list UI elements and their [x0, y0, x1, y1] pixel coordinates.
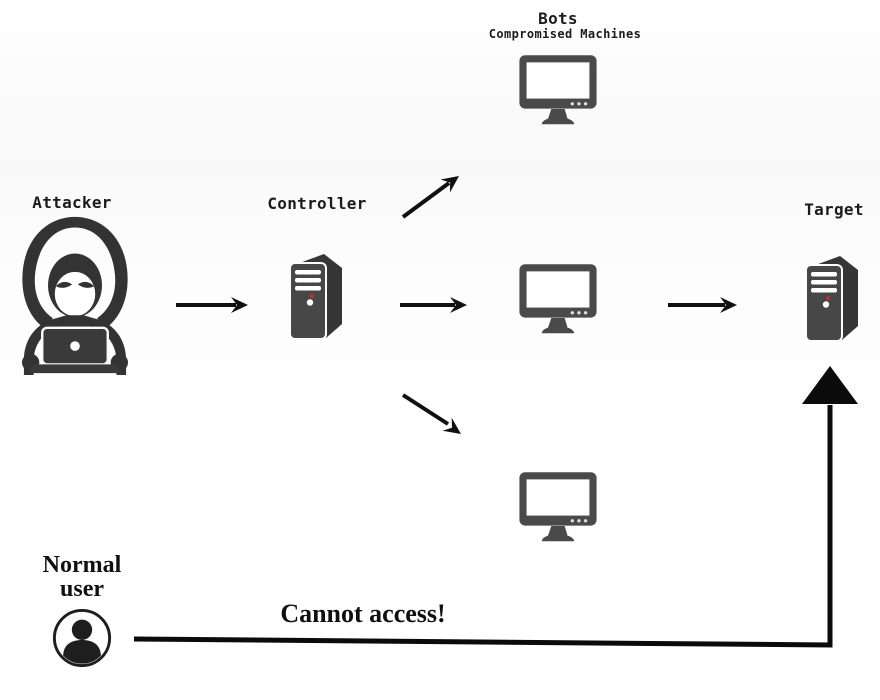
- server-power-button: [306, 299, 314, 306]
- arrow-controller-to-bot-middle: [400, 297, 467, 313]
- monitor-dot: [570, 519, 574, 523]
- server-led-red: [825, 295, 831, 301]
- arrow-bot-to-target: [668, 297, 737, 313]
- arrow-controller-to-bot-top: [401, 176, 459, 219]
- attacker-label: Attacker: [32, 193, 112, 212]
- server-led-red: [309, 293, 315, 299]
- monitor-screen: [526, 271, 590, 308]
- controller-server-icon: [289, 254, 342, 340]
- server-vent-slot: [811, 272, 837, 277]
- monitor-stand: [541, 526, 575, 542]
- monitor-dot: [570, 311, 574, 315]
- monitor-screen: [526, 62, 590, 99]
- user-shoulders: [63, 639, 101, 664]
- server-power-button: [822, 301, 830, 308]
- user-head: [71, 619, 93, 640]
- target-server-icon: [805, 256, 858, 342]
- cannot-access-arrowhead: [802, 366, 858, 404]
- bots-subtitle: Compromised Machines: [488, 27, 642, 41]
- controller-label: Controller: [267, 194, 367, 213]
- server-vent-slot: [811, 280, 837, 285]
- hacker-eye-left: [55, 281, 73, 288]
- person-circle-icon: [52, 608, 112, 668]
- monitor-screen: [526, 479, 590, 516]
- monitor-dot: [577, 311, 581, 315]
- monitor-dot: [583, 311, 588, 315]
- normal-user-label-line2: user: [60, 576, 104, 602]
- monitor-stand: [541, 109, 575, 125]
- hooded-hacker-laptop-icon: [21, 216, 129, 375]
- normal-user-label-line1: Normal: [42, 552, 122, 578]
- arrow-attacker-to-controller: [176, 297, 248, 313]
- monitor-dot: [570, 102, 574, 106]
- server-vent-slot: [295, 286, 321, 291]
- monitor-dot: [583, 102, 588, 106]
- bot-monitor-top-icon: [519, 55, 597, 125]
- monitor-dot: [583, 519, 588, 523]
- laptop-base: [29, 364, 121, 374]
- bot-monitor-middle-icon: [519, 264, 597, 334]
- server-vent-slot: [295, 270, 321, 275]
- monitor-dot: [577, 102, 581, 106]
- laptop-logo: [70, 341, 80, 351]
- target-label: Target: [804, 200, 864, 219]
- monitor-stand: [541, 318, 575, 334]
- hacker-eye-right: [77, 281, 95, 288]
- bots-title: Bots: [538, 9, 578, 28]
- arrow-controller-to-bot-bottom: [401, 393, 461, 434]
- normal-user-label: Normal user: [43, 553, 122, 601]
- cannot-access-label: Cannot access!: [280, 599, 446, 628]
- server-vent-slot: [811, 288, 837, 293]
- cannot-access-path: [133, 366, 858, 648]
- monitor-dot: [577, 519, 581, 523]
- bot-monitor-bottom-icon: [519, 472, 597, 542]
- server-vent-slot: [295, 278, 321, 283]
